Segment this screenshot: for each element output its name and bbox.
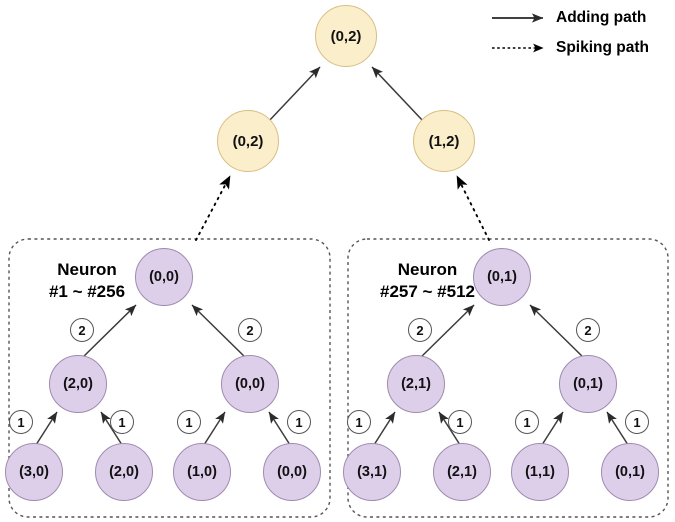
neuron-group-2-title-line1: Neuron (397, 260, 458, 279)
edge-adding-g2-leaf3-mid1 (606, 411, 631, 449)
weight-label-g2-mid-1: 2 (576, 318, 600, 342)
node-g2-leaf-1[interactable]: (2,1) (433, 443, 491, 501)
node-g1-root[interactable]: (0,0) (135, 248, 193, 306)
edge-adding-l2a-root (267, 66, 321, 123)
weight-label-g1-mid-0: 2 (70, 318, 94, 342)
node-g2-mid-1[interactable]: (0,1) (559, 355, 617, 413)
edge-adding-g1-leaf0-mid0 (33, 411, 58, 449)
weight-label-g2-leaf-1: 1 (448, 410, 472, 434)
edge-adding-g2-mid0-root (417, 304, 475, 361)
weight-label-g1-mid-1: 2 (238, 318, 262, 342)
weight-label-g2-leaf-3: 1 (625, 410, 649, 434)
node-g1-leaf-0[interactable]: (3,0) (5, 443, 63, 501)
weight-label-g1-leaf-1: 1 (110, 410, 134, 434)
edge-adding-g2-leaf0-mid0 (371, 411, 396, 449)
edge-adding-l2b-root (371, 66, 425, 123)
edge-spiking-group2 (456, 175, 490, 241)
edge-adding-g1-mid0-root (79, 304, 137, 361)
node-g2-leaf-2[interactable]: (1,1) (511, 443, 569, 501)
node-g1-leaf-3[interactable]: (0,0) (263, 443, 321, 501)
weight-label-g1-leaf-2: 1 (177, 410, 201, 434)
node-g2-mid-0[interactable]: (2,1) (387, 355, 445, 413)
edge-adding-g1-leaf3-mid1 (268, 411, 293, 449)
neuron-group-2-title-line2: #257 ~ #512 (379, 282, 475, 301)
edge-adding-g2-leaf2-mid1 (539, 411, 564, 449)
node-g2-leaf-0[interactable]: (3,1) (343, 443, 401, 501)
edge-adding-g2-mid1-root (529, 304, 587, 361)
node-g2-leaf-3[interactable]: (0,1) (601, 443, 659, 501)
edge-spiking-group1 (195, 175, 231, 241)
neuron-group-1-title-line2: #1 ~ #256 (48, 282, 126, 301)
node-g1-leaf-2[interactable]: (1,0) (173, 443, 231, 501)
node-g2-root[interactable]: (0,1) (473, 248, 531, 306)
weight-label-g2-leaf-2: 1 (515, 410, 539, 434)
legend-label-adding: Adding path (556, 9, 647, 26)
weight-label-g2-leaf-0: 1 (347, 410, 371, 434)
node-g1-mid-0[interactable]: (2,0) (49, 355, 107, 413)
node-g1-leaf-1[interactable]: (2,0) (95, 443, 153, 501)
weight-label-g1-leaf-0: 1 (9, 410, 33, 434)
node-level2-right[interactable]: (1,2) (413, 110, 475, 172)
neuron-group-box-2 (347, 238, 669, 518)
neuron-group-1-title-line1: Neuron (57, 260, 117, 279)
edge-adding-g1-leaf2-mid1 (201, 411, 226, 449)
node-g1-mid-1[interactable]: (0,0) (221, 355, 279, 413)
legend-label-spiking: Spiking path (556, 39, 649, 56)
node-level2-left[interactable]: (0,2) (217, 110, 279, 172)
node-root[interactable]: (0,2) (315, 5, 377, 67)
neuron-group-box-1 (8, 238, 331, 518)
edge-adding-g1-mid1-root (191, 304, 249, 361)
weight-label-g2-mid-0: 2 (408, 318, 432, 342)
weight-label-g1-leaf-3: 1 (287, 410, 311, 434)
